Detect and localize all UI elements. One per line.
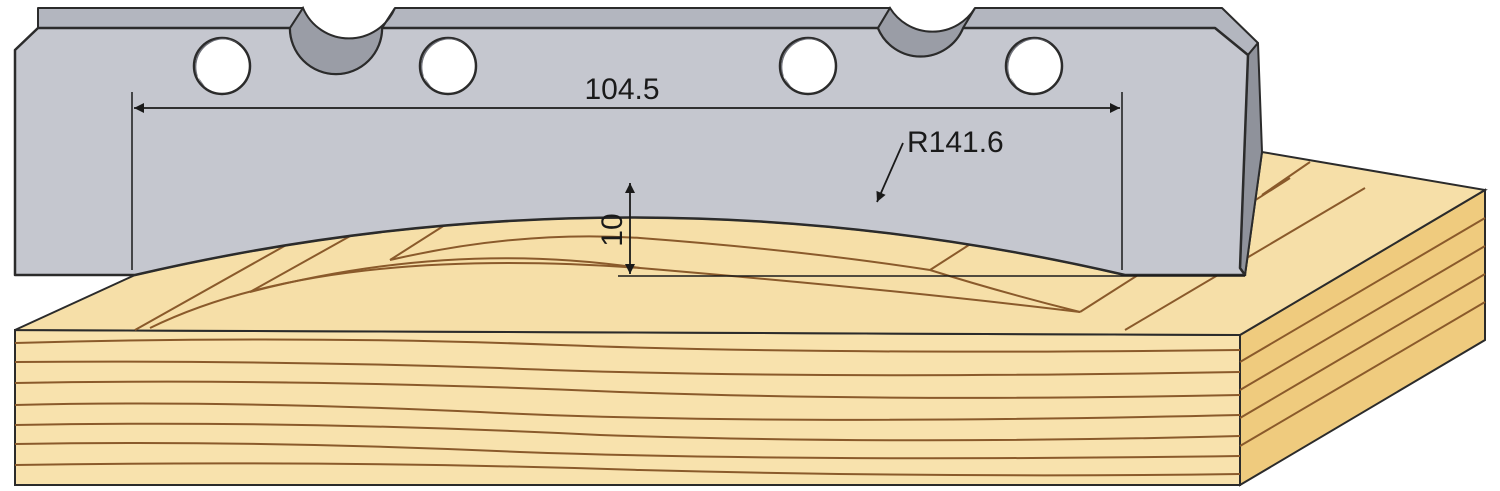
blade-notch-left — [288, 5, 396, 75]
dimension-annotations: 104.5 R141.6 10 — [131, 73, 1245, 277]
radius-dimension: R141.6 — [876, 126, 1004, 203]
knife-blade — [13, 5, 1263, 277]
mounting-hole — [418, 36, 478, 96]
mounting-hole — [192, 36, 252, 96]
depth-dimension: 10 — [596, 183, 1245, 277]
mounting-hole — [778, 36, 838, 96]
depth-label: 10 — [596, 213, 629, 246]
width-label: 104.5 — [584, 73, 659, 106]
radius-label: R141.6 — [907, 126, 1004, 159]
wood-front-face — [14, 328, 1241, 486]
width-dimension: 104.5 — [131, 73, 1123, 270]
wood-block — [14, 150, 1488, 487]
wood-side-grain — [1239, 217, 1486, 447]
mounting-hole — [1004, 36, 1064, 96]
wood-front-grain — [14, 338, 1241, 477]
blade-notch-right — [876, 6, 976, 58]
mounting-holes — [192, 36, 1064, 96]
wood-top-grain — [149, 235, 1081, 329]
